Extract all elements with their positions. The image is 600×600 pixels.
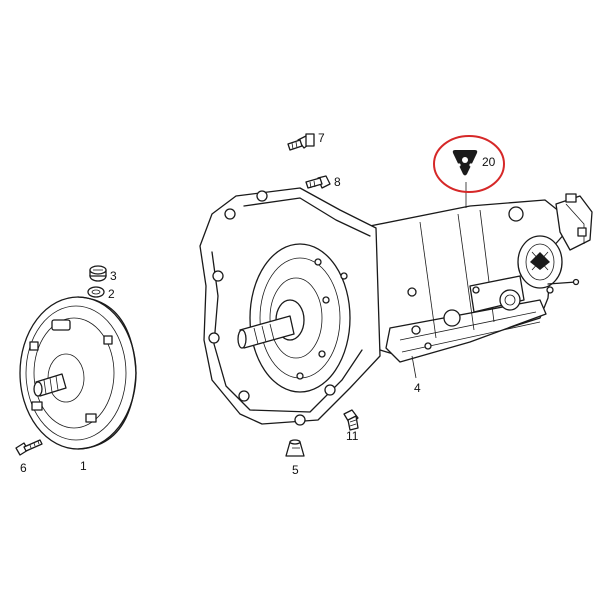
callout-20: 20: [482, 155, 496, 169]
callout-8: 8: [334, 175, 341, 189]
transmission-mount-part-20: [452, 150, 478, 176]
callout-7: 7: [318, 131, 325, 145]
plug-part-5: [285, 439, 305, 457]
leader-line-4: [411, 355, 417, 379]
callout-11: 11: [346, 429, 359, 443]
transmission-assembly: [199, 187, 593, 426]
highlight-circle: [433, 135, 505, 193]
torque-converter: [19, 296, 137, 450]
callout-1: 1: [80, 459, 87, 473]
bolt-part-11: [343, 409, 359, 431]
callout-5: 5: [292, 463, 299, 477]
callout-3: 3: [110, 269, 117, 283]
bolt-part-7: [287, 133, 315, 151]
callout-2: 2: [108, 287, 115, 301]
callout-6: 6: [20, 461, 27, 475]
bolt-part-8: [305, 175, 331, 189]
seal-ring-part-2: [87, 286, 105, 298]
callout-4: 4: [414, 381, 421, 395]
bolt-part-6: [15, 439, 43, 456]
drain-plug-part-3: [89, 265, 107, 282]
